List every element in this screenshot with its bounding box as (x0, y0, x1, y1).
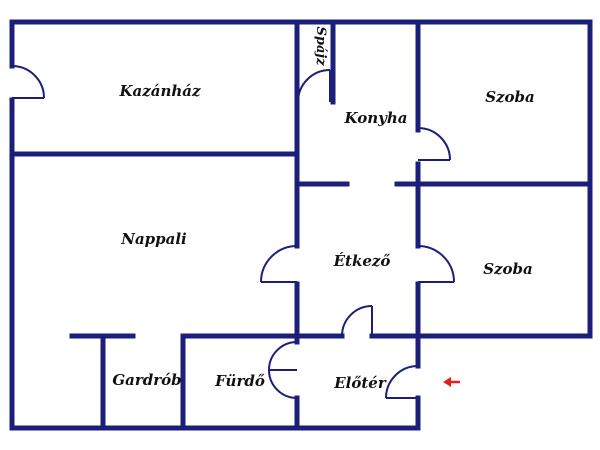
door-spajz (297, 69, 331, 103)
door-furdo (267, 341, 298, 399)
room-label-gardrob: Gardrób (112, 371, 181, 389)
room-label-etkezo: Étkező (333, 252, 391, 270)
door-kazanhaz (11, 65, 45, 99)
door-nappali-etkezo (260, 245, 298, 283)
door-eloter-entrance (385, 365, 419, 399)
room-labels: Kazánház Spájz Konyha Szoba Nappali Étke… (112, 27, 534, 393)
door-konyha-szoba (417, 127, 451, 161)
doors (11, 65, 455, 399)
room-label-spajz: Spájz (313, 27, 328, 67)
entrance-arrow-icon (443, 377, 460, 387)
room-label-nappali: Nappali (120, 230, 187, 248)
door-etkezo-eloter (341, 305, 373, 337)
room-label-kazanhaz: Kazánház (118, 82, 201, 100)
room-label-furdo: Fürdő (214, 372, 265, 390)
room-label-szoba-mid: Szoba (483, 260, 533, 278)
walls (9, 19, 593, 431)
room-label-eloter: Előtér (333, 374, 387, 392)
room-label-szoba-top: Szoba (485, 88, 535, 106)
door-etkezo-szoba (417, 245, 455, 283)
room-label-konyha: Konyha (344, 109, 408, 127)
